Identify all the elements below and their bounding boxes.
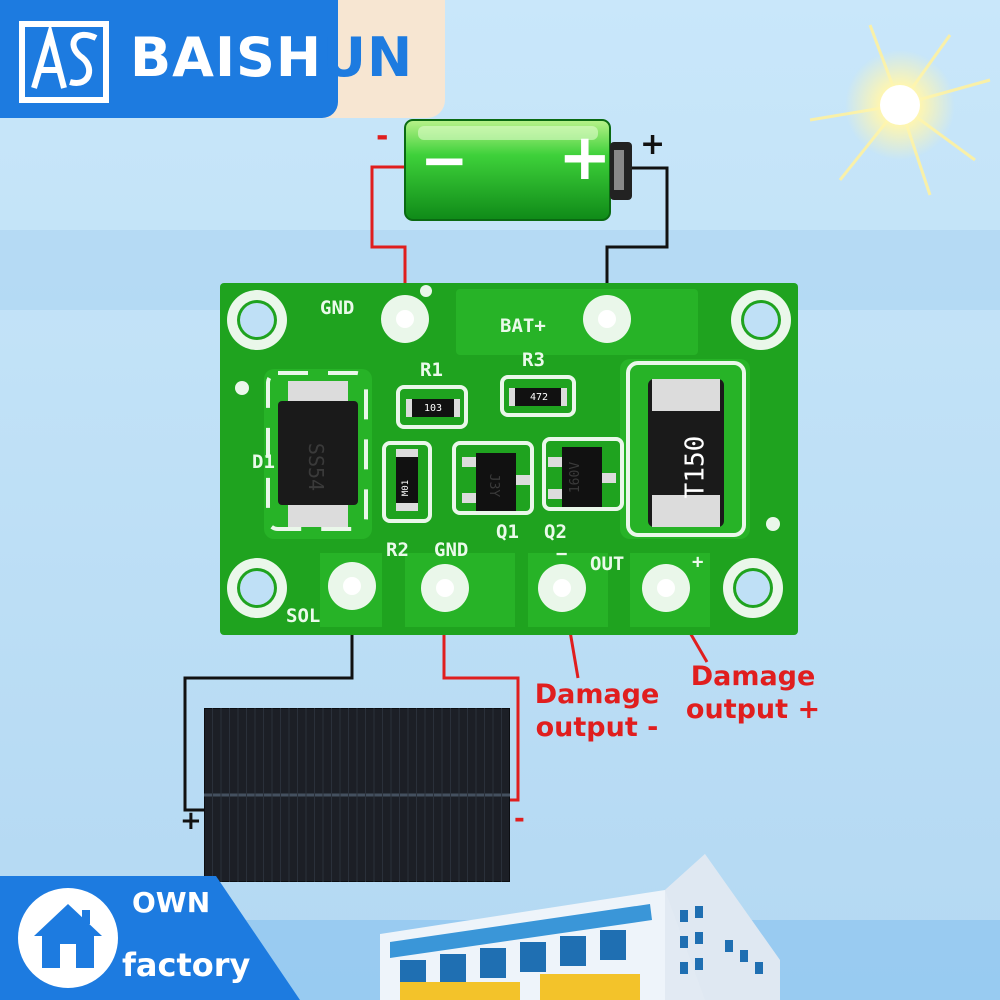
inductor-code: T150 [680, 435, 711, 499]
callout-minus-line2: output - [535, 712, 659, 743]
callout-minus-line1: Damage [534, 679, 660, 710]
transistor-q2-label: Q2 [544, 521, 567, 543]
factory-building-icon [380, 854, 780, 1000]
solar-minus-label: - [514, 804, 525, 834]
battery-minus-label: - [376, 119, 389, 154]
battery-plus-label: + [640, 127, 666, 162]
badge-line-own: OWN [132, 886, 211, 919]
diode-code: SS54 [304, 442, 329, 492]
brand-name-tail: UN [322, 26, 414, 89]
resistor-r2-label: R2 [386, 539, 409, 561]
sun-icon [809, 24, 991, 196]
pad-label-bat-plus: BAT+ [500, 315, 546, 337]
battery-body-minus: − [420, 126, 469, 194]
pad-label-out-minus: − [556, 543, 568, 565]
brand-name-main: BAISH [130, 26, 323, 89]
pad-label-sol: SOL [286, 605, 321, 627]
brand-logo-icon [19, 21, 109, 103]
transistor-q1-code: J3Y [486, 473, 502, 498]
callout-plus-line1: Damage [690, 661, 816, 692]
pad-label-gnd-bottom: GND [434, 539, 469, 561]
callout-plus-line2: output + [685, 694, 821, 725]
solar-plus-label: + [180, 806, 202, 836]
brand-name: BAISHUN [130, 26, 413, 90]
resistor-r3-label: R3 [522, 349, 545, 371]
battery-body-plus: + [558, 121, 612, 195]
solar-panel-icon [204, 708, 510, 882]
pad-label-gnd-top: GND [320, 297, 355, 319]
pad-label-out: OUT [590, 553, 625, 575]
pad-label-out-plus: + [692, 551, 704, 573]
transistor-q1-label: Q1 [496, 521, 519, 543]
diode-d1-label: D1 [252, 451, 275, 473]
transistor-q2-code: 160V [568, 461, 584, 494]
resistor-r1-label: R1 [420, 359, 443, 381]
callout-damage-output-plus: Damage output + [684, 660, 822, 726]
badge-line-factory: factory [122, 946, 251, 984]
pcb-board [220, 283, 798, 635]
battery-icon [404, 119, 632, 221]
callout-damage-output-minus: Damage output - [530, 678, 664, 744]
resistor-r1-code: 103 [424, 403, 443, 414]
house-icon [34, 904, 102, 968]
resistor-r2-code: M01 [401, 479, 412, 497]
resistor-r3-code: 472 [530, 392, 549, 403]
